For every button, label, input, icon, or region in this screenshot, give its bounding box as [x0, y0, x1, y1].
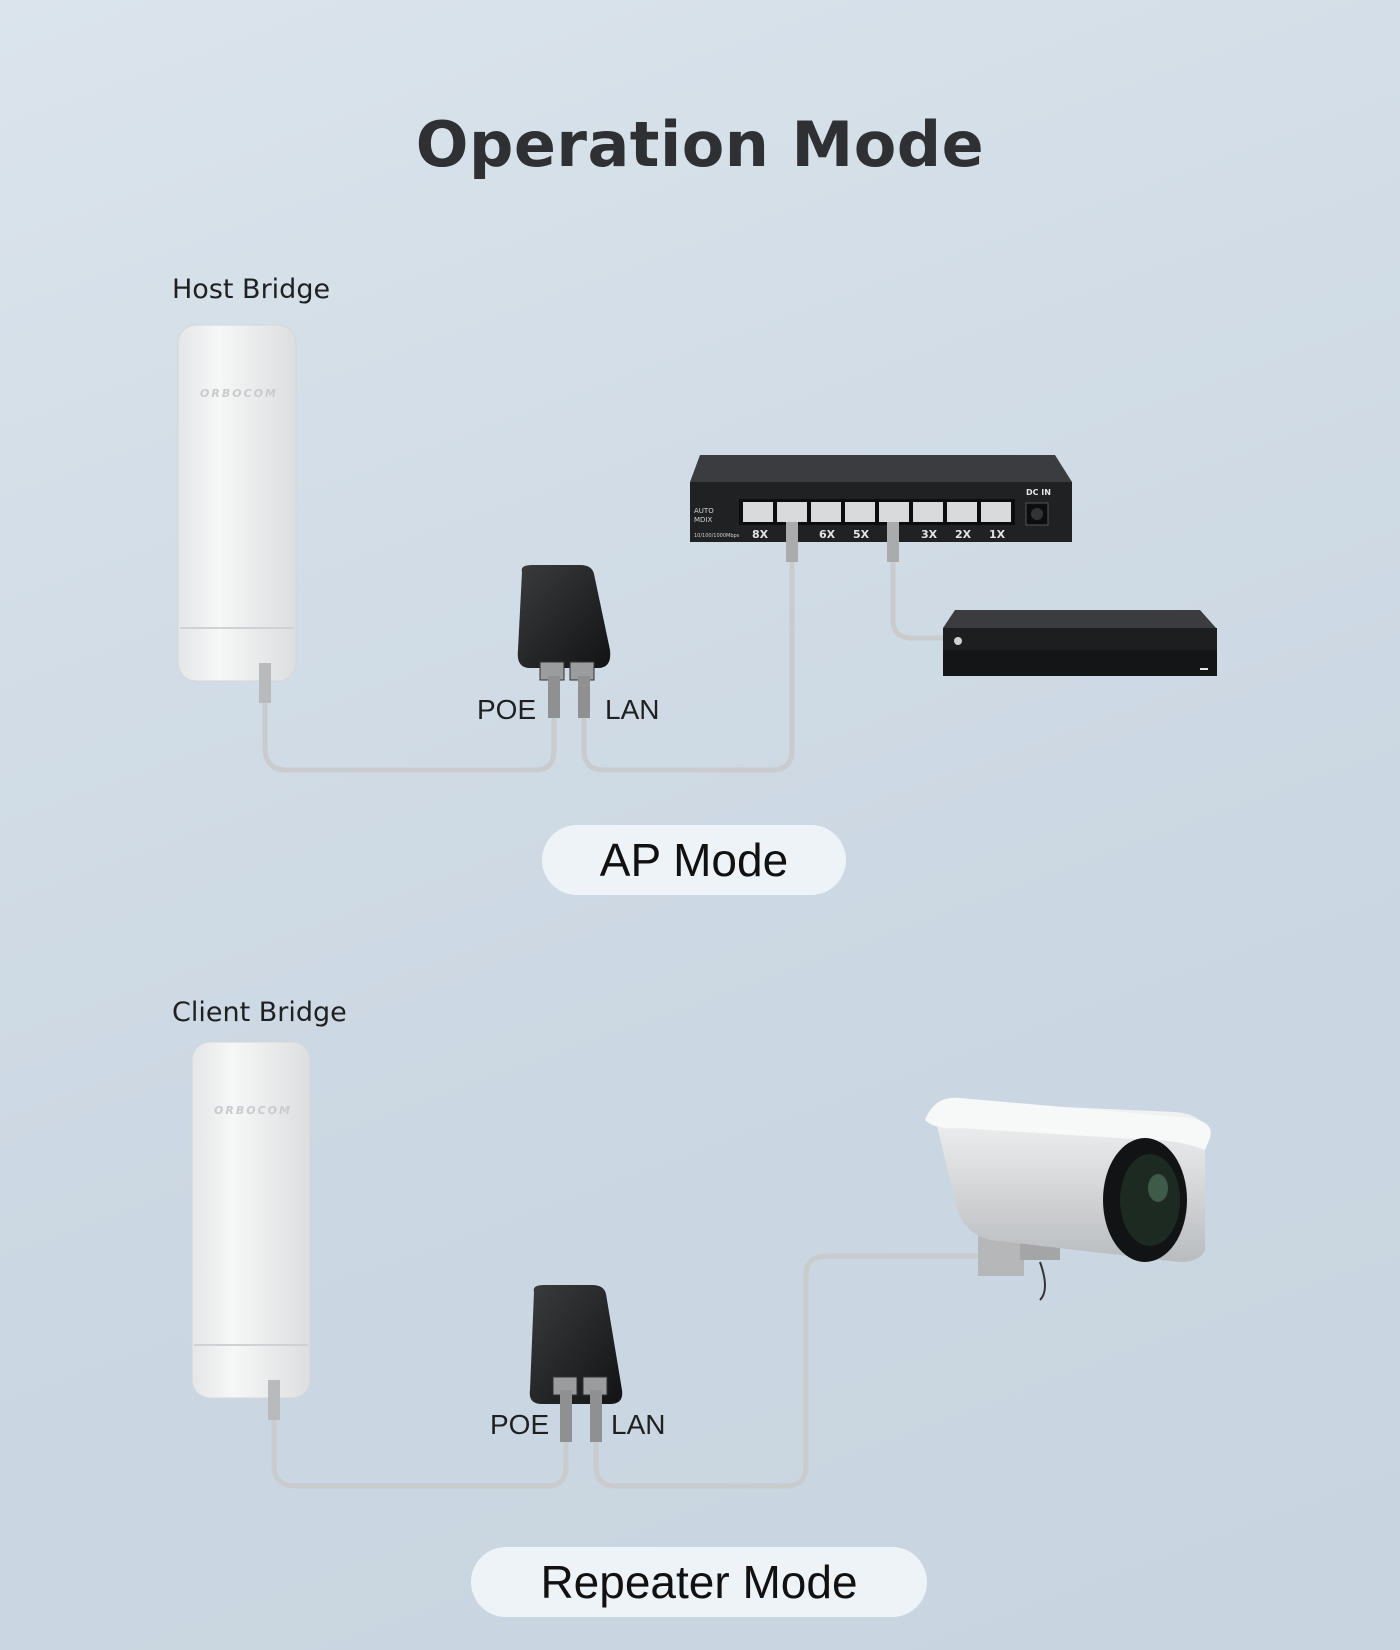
host-bridge-label: Host Bridge: [172, 274, 331, 305]
client-lan-label: LAN: [611, 1409, 666, 1440]
host-lan-label: LAN: [605, 694, 660, 725]
host-device-brand: ORBOCOM: [200, 387, 278, 400]
switch-port-label: 8X: [752, 528, 769, 541]
client-bridge-device: ORBOCOM: [191, 1041, 311, 1420]
switch-port-label: 1X: [989, 528, 1006, 541]
nvr-recorder: [943, 610, 1217, 676]
switch-port-label: 2X: [955, 528, 972, 541]
host-cables: [262, 562, 944, 773]
network-switch: AUTO MDIX 10/100/1000Mbps DC IN 8X 6X 5X…: [690, 455, 1072, 562]
switch-mdix-label: MDIX: [694, 516, 712, 524]
repeater-mode-badge: Repeater Mode: [471, 1547, 927, 1617]
client-poe-label: POE: [490, 1409, 550, 1440]
switch-auto-label: AUTO: [694, 507, 714, 515]
switch-port-label: 3X: [921, 528, 938, 541]
security-camera: [925, 1097, 1211, 1301]
host-poe-injector: [517, 565, 611, 718]
switch-ports: [743, 502, 1011, 522]
client-cables: [271, 1253, 990, 1489]
client-bridge-label: Client Bridge: [172, 997, 347, 1028]
switch-port-label: 5X: [853, 528, 870, 541]
host-poe-label: POE: [477, 694, 537, 725]
switch-speed-label: 10/100/1000Mbps: [694, 533, 740, 539]
switch-dc-in-label: DC IN: [1026, 488, 1051, 497]
switch-port-label: 6X: [819, 528, 836, 541]
ap-mode-badge: AP Mode: [542, 825, 846, 895]
client-poe-injector: [529, 1285, 623, 1442]
page-title: Operation Mode: [415, 108, 985, 181]
client-device-brand: ORBOCOM: [214, 1104, 292, 1117]
host-bridge-device: ORBOCOM: [177, 324, 297, 703]
